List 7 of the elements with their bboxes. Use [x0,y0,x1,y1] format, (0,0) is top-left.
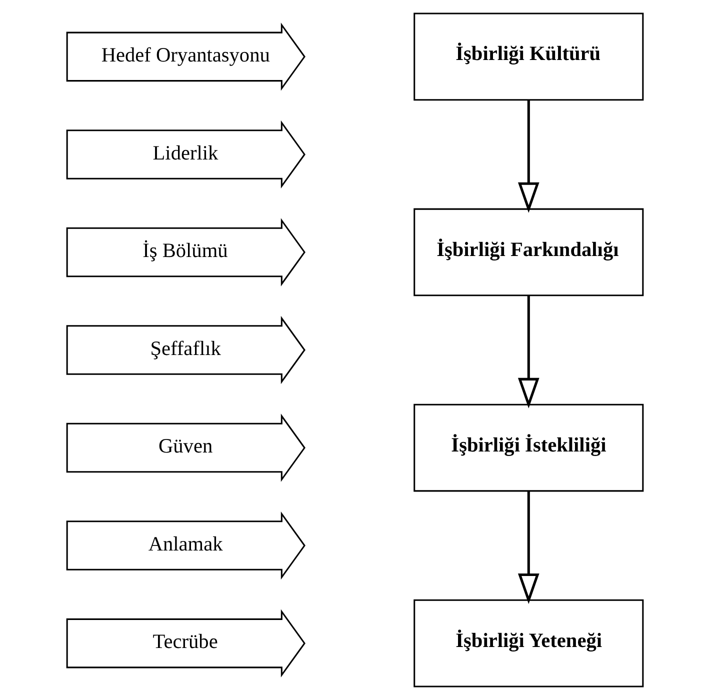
arrow [517,491,539,604]
node-box: İşbirliği Farkındalığı [413,208,644,296]
arrow [517,100,539,213]
node-box: İşbirliği İstekliliği [413,404,644,492]
node-box: İşbirliği Kültürü [413,12,644,101]
node-box: İşbirliği Yeteneği [413,599,644,688]
arrow [517,296,539,408]
